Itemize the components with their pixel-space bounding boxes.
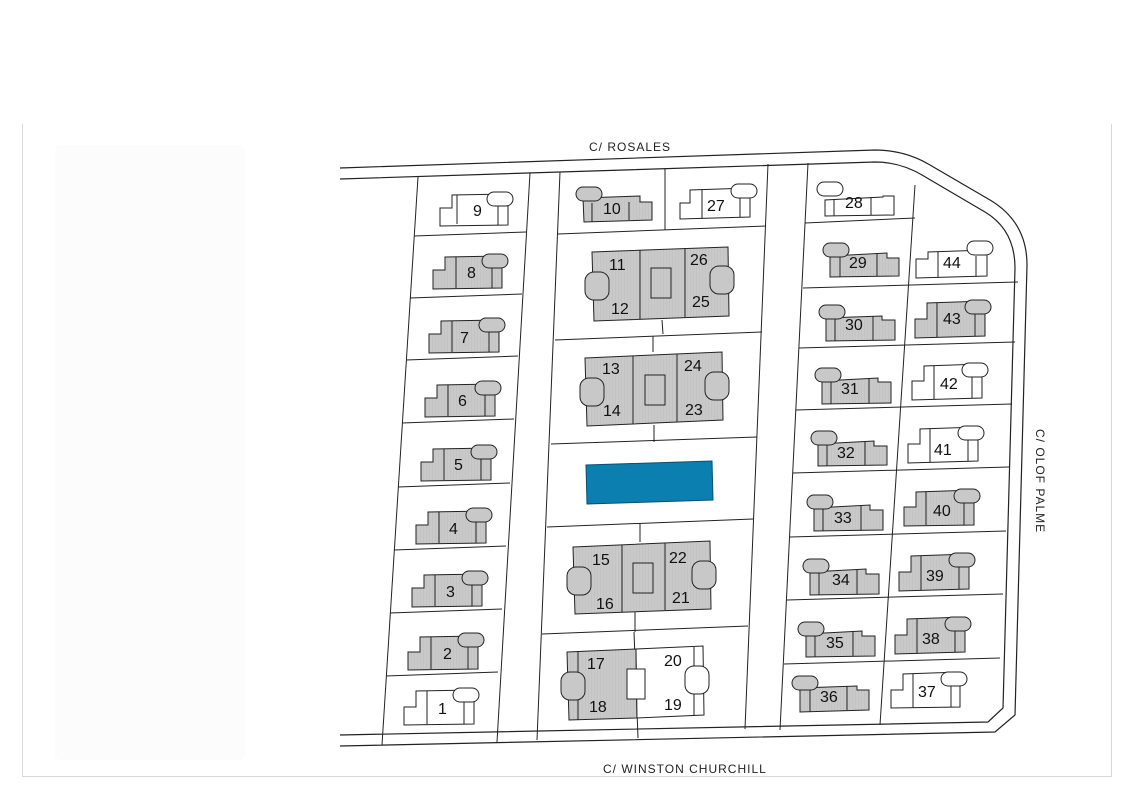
lot-label-35: 35 — [826, 635, 844, 652]
quad-block-11-12-25-26 — [584, 246, 735, 322]
lot-label-43: 43 — [943, 311, 961, 328]
lot-label-8: 8 — [467, 265, 476, 282]
quad-block-15-16-21-22 — [566, 540, 717, 615]
lot-label-4: 4 — [449, 521, 458, 538]
lot-label-42: 42 — [940, 376, 958, 393]
lot-label-16: 16 — [596, 596, 614, 613]
lot-8[interactable] — [432, 253, 509, 290]
lot-44[interactable] — [915, 240, 994, 279]
lot-7[interactable] — [428, 317, 506, 354]
quad-block-13-14-23-24 — [579, 351, 730, 427]
lot-5[interactable] — [420, 444, 498, 482]
lot-label-12: 12 — [611, 301, 629, 318]
lot-label-34: 34 — [832, 572, 850, 589]
lot-label-41: 41 — [934, 442, 952, 459]
lot-32[interactable] — [810, 430, 888, 467]
lot-34[interactable] — [802, 558, 880, 596]
lot-4[interactable] — [415, 507, 493, 545]
swimming-pool — [585, 460, 714, 505]
lot-label-5: 5 — [454, 457, 463, 474]
lot-label-11: 11 — [609, 257, 626, 274]
lot-label-14: 14 — [603, 403, 621, 420]
lot-28[interactable] — [816, 181, 895, 217]
lot-label-37: 37 — [918, 684, 936, 701]
lot-label-39: 39 — [926, 568, 944, 585]
street-label-rosales: C/ ROSALES — [589, 140, 671, 154]
lot-label-10: 10 — [603, 201, 621, 218]
lot-label-22: 22 — [669, 550, 687, 567]
lot-label-7: 7 — [460, 330, 469, 347]
lot-31[interactable] — [814, 367, 892, 405]
lot-label-30: 30 — [845, 317, 863, 334]
lot-label-33: 33 — [834, 510, 852, 527]
lot-label-32: 32 — [837, 445, 855, 462]
plan-frame — [22, 124, 1112, 777]
lot-label-44: 44 — [943, 255, 961, 272]
street-label-olof-palme: C/ OLOF PALME — [1033, 429, 1047, 533]
lot-43[interactable] — [914, 299, 992, 339]
lot-label-9: 9 — [473, 203, 482, 220]
lot-label-18: 18 — [589, 699, 607, 716]
lot-label-28: 28 — [845, 195, 863, 212]
lot-label-6: 6 — [458, 393, 467, 410]
lot-38[interactable] — [894, 616, 972, 655]
lot-label-20: 20 — [664, 653, 682, 670]
lot-41[interactable] — [907, 425, 985, 464]
road-outlines — [339, 149, 1028, 747]
lot-39[interactable] — [898, 552, 976, 592]
lot-37[interactable] — [890, 671, 968, 709]
lot-label-31: 31 — [841, 381, 859, 398]
lot-40[interactable] — [903, 488, 981, 527]
lot-label-25: 25 — [692, 294, 710, 311]
lot-label-24: 24 — [684, 358, 702, 375]
lot-35[interactable] — [797, 621, 876, 658]
block-boundaries — [381, 162, 1019, 746]
lot-27[interactable] — [679, 183, 758, 220]
lot-6[interactable] — [424, 380, 502, 418]
lot-33[interactable] — [806, 494, 884, 532]
lot-label-36: 36 — [820, 689, 838, 706]
lot-1[interactable] — [403, 687, 480, 726]
lot-36[interactable] — [791, 675, 870, 713]
lot-label-3: 3 — [446, 584, 455, 601]
lot-29[interactable] — [822, 242, 900, 278]
lots-left-column[interactable] — [403, 191, 514, 726]
lot-label-15: 15 — [592, 552, 610, 569]
lot-labels: 9 8 7 6 5 4 3 2 1 10 27 11 12 26 25 13 1… — [438, 195, 961, 718]
lot-42[interactable] — [911, 362, 989, 401]
lot-2[interactable] — [407, 632, 485, 671]
lot-label-40: 40 — [933, 503, 951, 520]
lot-label-38: 38 — [922, 631, 940, 648]
lot-9[interactable] — [439, 191, 514, 227]
street-label-winston-churchill: C/ WINSTON CHURCHILL — [603, 762, 767, 776]
lot-label-21: 21 — [672, 590, 690, 607]
lot-30[interactable] — [818, 304, 896, 342]
lot-label-1: 1 — [438, 701, 447, 718]
lot-label-13: 13 — [602, 361, 620, 378]
lot-label-29: 29 — [849, 255, 867, 272]
lot-label-27: 27 — [707, 198, 725, 215]
lot-label-2: 2 — [443, 646, 452, 663]
lot-10[interactable] — [575, 186, 653, 223]
faded-legend-area — [55, 145, 245, 760]
quad-block-17-18-19-20 — [560, 645, 710, 721]
lot-3[interactable] — [411, 570, 489, 608]
lot-label-19: 19 — [664, 697, 682, 714]
lot-label-26: 26 — [690, 252, 708, 269]
lot-label-23: 23 — [685, 402, 703, 419]
lot-label-17: 17 — [587, 656, 605, 673]
